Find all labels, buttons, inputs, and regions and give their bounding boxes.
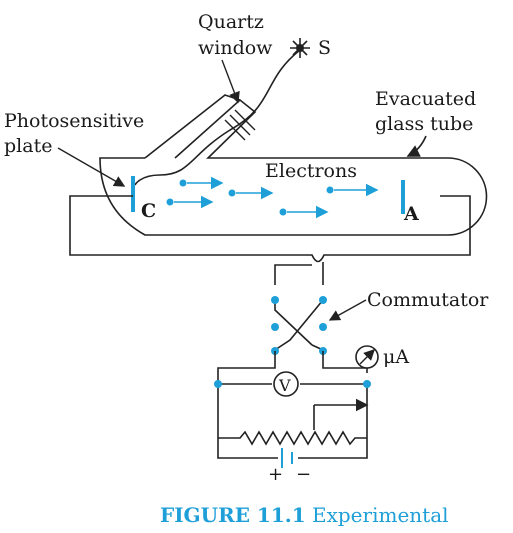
anode-label: A: [403, 203, 419, 225]
evacuated-label-line2: glass tube: [375, 113, 473, 135]
light-source-icon: [290, 38, 310, 58]
battery-plus-label: +: [268, 464, 283, 485]
microammeter: [355, 345, 379, 369]
commutator-label: Commutator: [367, 289, 489, 311]
source-label: S: [318, 37, 331, 59]
voltmeter: [273, 371, 299, 397]
photosensitive-label-line2: plate: [4, 135, 52, 157]
battery-minus-label: −: [296, 464, 311, 485]
quartz-window-label-line2: window: [198, 37, 273, 59]
figure-number: FIGURE 11.1: [160, 503, 306, 527]
electron-flow: [166, 176, 379, 219]
quartz-window-line: [224, 119, 246, 141]
quartz-window-label-line1: Quartz: [198, 11, 264, 33]
light-ray: [134, 49, 301, 186]
cathode-wire: [69, 195, 471, 263]
evacuated-glass-tube: [99, 98, 488, 236]
battery: [281, 448, 293, 468]
voltmeter-label: V: [278, 376, 291, 395]
evacuated-label-line1: Evacuated: [375, 88, 476, 110]
microammeter-label: μA: [383, 346, 409, 368]
figure-caption: Experimental: [312, 503, 449, 527]
photosensitive-label-line1: Photosensitive: [4, 110, 144, 132]
commutator: [271, 262, 327, 355]
rheostat: [218, 430, 367, 446]
cathode-label: C: [141, 200, 156, 222]
electrons-label: Electrons: [265, 160, 357, 182]
